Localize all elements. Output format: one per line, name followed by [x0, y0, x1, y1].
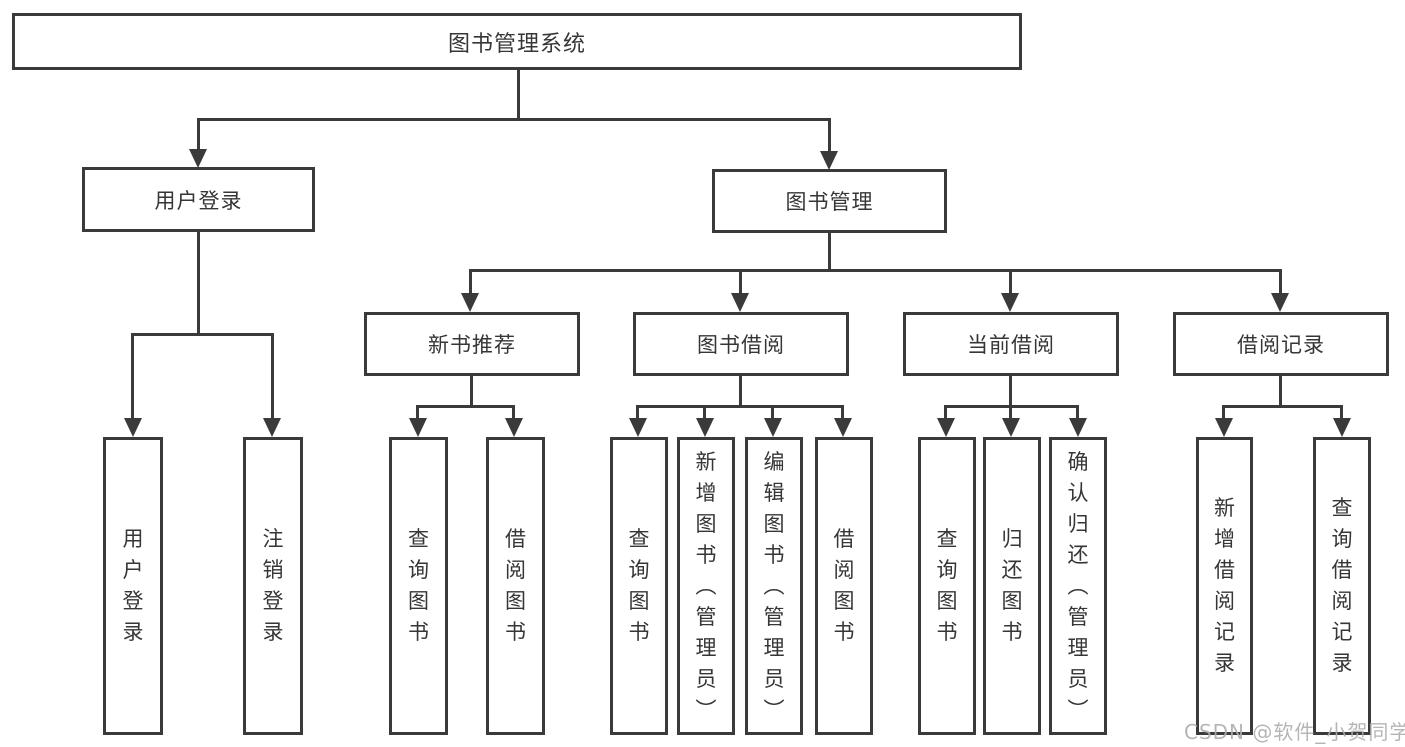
connector-line: [1222, 405, 1343, 408]
node-library-system: 图书管理系统: [12, 13, 1022, 70]
leaf-cb-return-book: 归还图书: [983, 437, 1041, 735]
leaf-br-add-record: 新增借阅记录: [1196, 437, 1253, 735]
connector-line: [636, 405, 639, 421]
node-label: 查询借阅记录: [1331, 496, 1353, 675]
node-label: 图书借阅: [697, 333, 785, 357]
connector-line: [739, 269, 742, 297]
leaf-user-login: 用户登录: [103, 437, 163, 735]
leaf-nb-query-book: 查询图书: [389, 437, 448, 735]
node-label: 图书管理系统: [447, 31, 586, 57]
node-label: 新增借阅记录: [1214, 496, 1235, 675]
arrowhead-icon: [1001, 293, 1019, 312]
node-label: 注销登录: [262, 527, 284, 644]
leaf-bb-edit-book-admin: 编辑图书︵管理员︶: [745, 437, 803, 735]
arrowhead-icon: [1002, 418, 1020, 437]
arrowhead-icon: [937, 418, 955, 437]
connector-line: [271, 333, 274, 421]
csdn-watermark: CSDN @软件_小贺同学: [1184, 720, 1405, 744]
leaf-cb-query-book: 查询图书: [918, 437, 976, 735]
connector-line: [470, 376, 473, 408]
connector-line: [828, 118, 831, 152]
leaf-cb-confirm-return-admin: 确认归还︵管理员︶: [1049, 437, 1107, 735]
arrowhead-icon: [189, 149, 207, 168]
node-label: 新书推荐: [428, 333, 516, 357]
node-label: 查询图书: [628, 527, 650, 644]
node-label: 用户登录: [154, 188, 243, 213]
connector-line: [1279, 269, 1282, 297]
connector-line: [1009, 405, 1012, 421]
arrowhead-icon: [696, 418, 714, 437]
leaf-bb-borrow-book: 借阅图书: [815, 437, 873, 735]
connector-line: [944, 405, 947, 421]
connector-line: [469, 269, 1282, 272]
leaf-bb-query-book: 查询图书: [610, 437, 668, 735]
arrowhead-icon: [1271, 293, 1289, 312]
node-label: 借阅图书: [505, 527, 526, 644]
connector-line: [512, 405, 515, 421]
node-new-book-recommend: 新书推荐: [364, 312, 580, 376]
connector-line: [1222, 405, 1225, 421]
arrowhead-icon: [505, 418, 523, 437]
node-label: 编辑图书︵管理员︶: [763, 449, 785, 722]
connector-line: [1009, 269, 1012, 297]
arrowhead-icon: [1333, 418, 1351, 437]
connector-line: [131, 333, 274, 336]
arrowhead-icon: [461, 293, 479, 312]
node-label: 借阅记录: [1237, 333, 1325, 357]
connector-line: [636, 405, 844, 408]
node-label: 查询图书: [936, 527, 958, 644]
connector-line: [416, 405, 419, 421]
node-book-borrow: 图书借阅: [633, 312, 849, 376]
connector-line: [1009, 376, 1012, 408]
node-borrow-record: 借阅记录: [1173, 312, 1389, 376]
connector-line: [739, 376, 742, 408]
arrowhead-icon: [834, 418, 852, 437]
connector-line: [703, 405, 706, 421]
leaf-br-query-record: 查询借阅记录: [1313, 437, 1371, 735]
node-current-borrow: 当前借阅: [903, 312, 1119, 376]
connector-line: [771, 405, 774, 421]
connector-line: [416, 405, 515, 408]
node-label: 确认归还︵管理员︶: [1067, 449, 1089, 722]
connector-line: [197, 118, 200, 152]
leaf-logout-login: 注销登录: [243, 437, 303, 735]
connector-line: [469, 269, 472, 297]
node-label: 当前借阅: [967, 333, 1055, 357]
arrowhead-icon: [1069, 418, 1087, 437]
connector-line: [517, 70, 520, 120]
connector-line: [841, 405, 844, 421]
arrowhead-icon: [764, 418, 782, 437]
node-user-login: 用户登录: [82, 167, 315, 232]
connector-line: [1076, 405, 1079, 421]
connector-line: [828, 232, 831, 272]
arrowhead-icon: [124, 418, 142, 437]
node-label: 查询图书: [408, 527, 429, 644]
node-label: 新增图书︵管理员︶: [695, 449, 717, 722]
arrowhead-icon: [263, 418, 281, 437]
connector-line: [197, 118, 831, 121]
arrowhead-icon: [731, 293, 749, 312]
connector-line: [131, 333, 134, 421]
connector-line: [197, 232, 200, 336]
node-book-management: 图书管理: [712, 169, 947, 233]
node-label: 图书管理: [785, 190, 874, 214]
arrowhead-icon: [820, 151, 838, 170]
arrowhead-icon: [1215, 418, 1233, 437]
leaf-bb-add-book-admin: 新增图书︵管理员︶: [677, 437, 735, 735]
arrowhead-icon: [409, 418, 427, 437]
connector-line: [1279, 376, 1282, 408]
leaf-nb-borrow-book: 借阅图书: [486, 437, 545, 735]
connector-line: [1340, 405, 1343, 421]
node-label: 用户登录: [122, 527, 144, 644]
node-label: 归还图书: [1001, 527, 1023, 644]
node-label: 借阅图书: [833, 527, 855, 644]
arrowhead-icon: [629, 418, 647, 437]
